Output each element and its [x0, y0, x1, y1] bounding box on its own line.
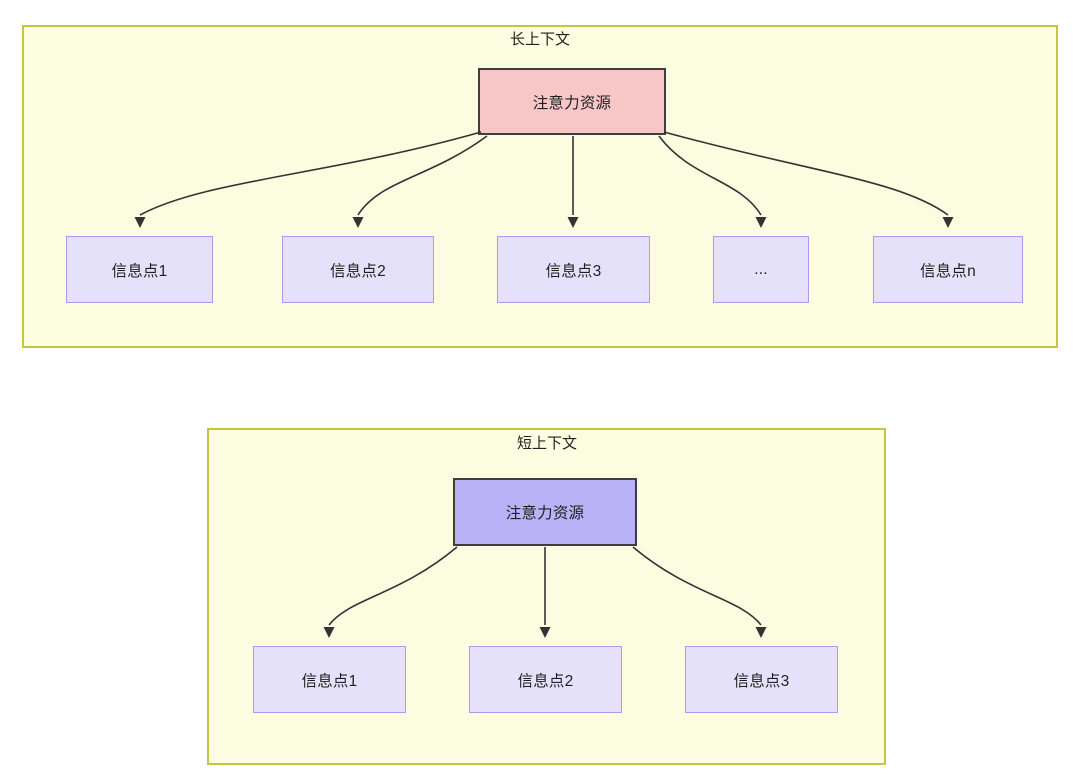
node-info-point-2[interactable]: 信息点2	[282, 236, 434, 303]
node-info-point-n[interactable]: 信息点n	[873, 236, 1023, 303]
node-attention-resource-short[interactable]: 注意力资源	[453, 478, 637, 546]
node-info-point-3[interactable]: 信息点3	[497, 236, 650, 303]
panel-long-context-title: 长上下文	[509, 31, 570, 48]
node-info-point-ellipsis[interactable]: ...	[713, 236, 809, 303]
node-attention-resource-long[interactable]: 注意力资源	[478, 68, 666, 135]
node-short-info-point-2[interactable]: 信息点2	[469, 646, 622, 713]
node-info-point-1[interactable]: 信息点1	[66, 236, 213, 303]
panel-short-context-title: 短上下文	[516, 435, 577, 452]
node-short-info-point-1[interactable]: 信息点1	[253, 646, 406, 713]
node-short-info-point-3[interactable]: 信息点3	[685, 646, 838, 713]
